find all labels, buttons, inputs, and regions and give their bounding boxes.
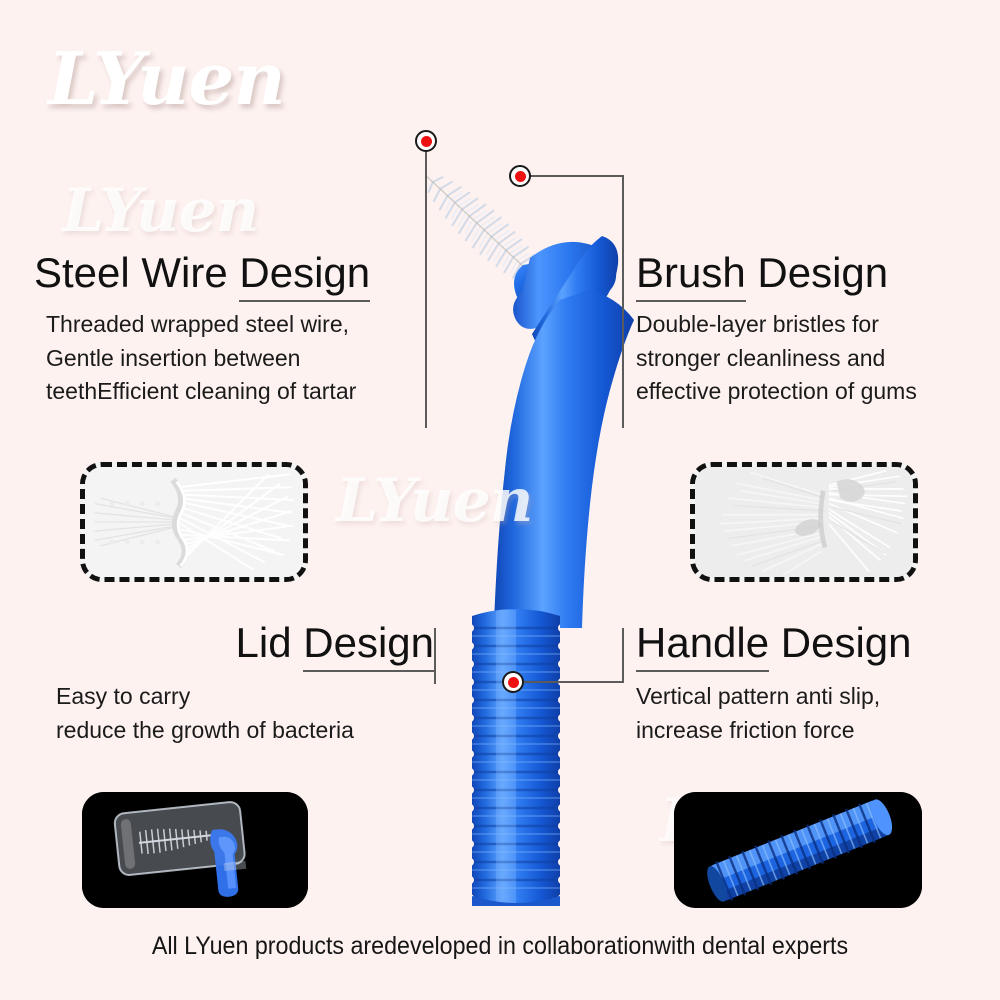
- feature-lid-heading: Lid Design: [34, 619, 434, 672]
- feature-lid-body-line: Easy to carry: [56, 683, 191, 709]
- feature-lid-body-line: reduce the growth of bacteria: [56, 716, 354, 743]
- callout-line-brush-body-rule: [622, 300, 624, 428]
- feature-brush-body: Double-layer bristles for stronger clean…: [636, 308, 917, 409]
- feature-steel-wire-heading-underlined: Design: [239, 249, 371, 302]
- callout-line-handle-horizontal: [524, 681, 624, 683]
- watermark-center: LYuen: [336, 466, 533, 536]
- feature-brush-body-line: effective protection of gums: [636, 378, 917, 405]
- thumbnail-steel-wire-closeup[interactable]: [80, 462, 308, 582]
- feature-brush-body-line: Double-layer bristles for: [636, 311, 879, 337]
- feature-lid-heading-plain: Lid: [235, 619, 304, 666]
- feature-handle-body-line: increase friction force: [636, 716, 855, 743]
- feature-brush-body-line: stronger cleanliness and: [636, 344, 886, 371]
- marker-handle[interactable]: [502, 671, 524, 693]
- callout-line-brush-vertical: [622, 175, 624, 303]
- callout-line-handle-vertical: [622, 628, 624, 682]
- callout-line-steel-wire: [425, 150, 427, 302]
- watermark-upper-left: LYuen: [62, 176, 259, 246]
- brush-shaft: [494, 290, 634, 628]
- brush-handle-ridged: [472, 609, 560, 906]
- feature-brush-heading: Brush Design: [636, 249, 917, 302]
- footer-caption: All LYuen products aredeveloped in colla…: [151, 932, 849, 960]
- thumbnail-handle-grip-photo[interactable]: [674, 792, 922, 908]
- feature-brush-heading-underlined: Brush: [636, 249, 746, 302]
- feature-lid: Lid Design Easy to carry reduce the grow…: [34, 619, 434, 747]
- callout-line-steel-wire-body-rule: [425, 300, 427, 428]
- feature-steel-wire-heading: Steel Wire Design: [34, 249, 371, 302]
- feature-handle-body: Vertical pattern anti slip, increase fri…: [636, 680, 912, 747]
- feature-brush-heading-plain: Design: [745, 249, 889, 296]
- feature-brush: Brush Design Double-layer bristles for s…: [636, 249, 917, 409]
- feature-handle-heading-underlined: Handle: [636, 619, 770, 672]
- feature-handle-heading: Handle Design: [636, 619, 912, 672]
- callout-line-brush-horizontal: [530, 175, 624, 177]
- feature-lid-heading-underlined: Design: [303, 619, 434, 672]
- feature-lid-body: Easy to carry reduce the growth of bacte…: [56, 680, 434, 747]
- feature-handle-heading-plain: Design: [769, 619, 912, 666]
- feature-handle-body-line: Vertical pattern anti slip,: [636, 683, 881, 709]
- thumbnail-brush-bristles-closeup[interactable]: [690, 462, 918, 582]
- brand-logo: LYuen: [48, 36, 286, 121]
- feature-steel-wire-body: Threaded wrapped steel wire, Gentle inse…: [46, 308, 370, 409]
- marker-brush[interactable]: [509, 165, 531, 187]
- brush-wire-head: [422, 172, 540, 285]
- thumbnail-lid-cap-photo[interactable]: [82, 792, 308, 908]
- callout-line-lid-vertical: [434, 628, 436, 684]
- feature-steel-wire: Steel Wire Design Threaded wrapped steel…: [34, 249, 371, 409]
- marker-steel-wire[interactable]: [415, 130, 437, 152]
- feature-steel-wire-heading-plain: Steel Wire: [34, 249, 240, 296]
- feature-steel-wire-body-line: Threaded wrapped steel wire,: [46, 311, 349, 337]
- feature-handle: Handle Design Vertical pattern anti slip…: [636, 619, 912, 747]
- feature-steel-wire-body-line: Gentle insertion between: [46, 344, 301, 371]
- feature-steel-wire-body-line: teethEfficient cleaning of tartar: [46, 378, 357, 405]
